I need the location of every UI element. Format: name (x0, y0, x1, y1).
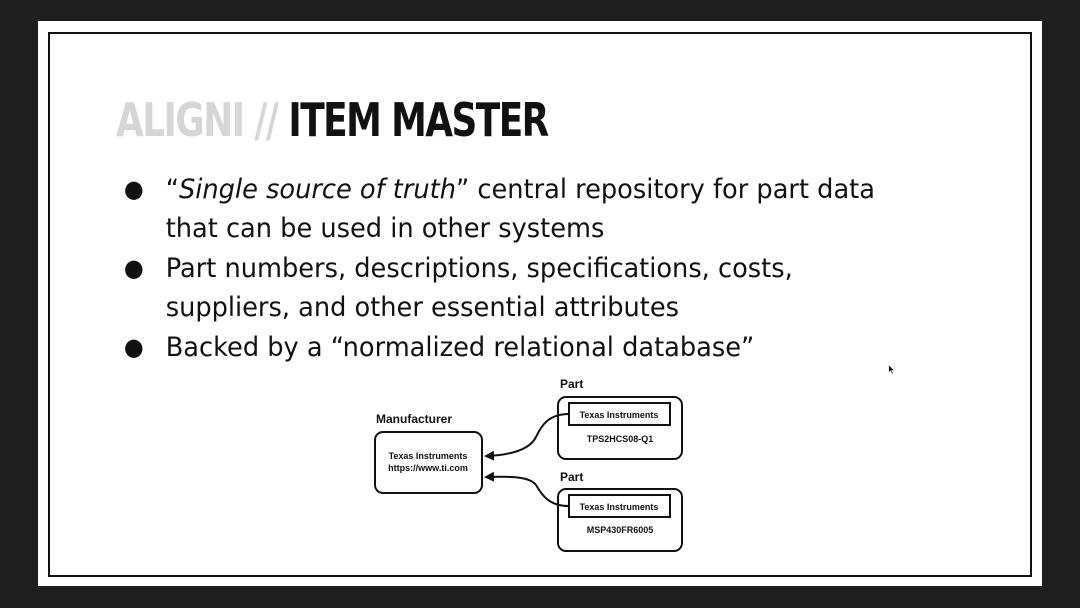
bullet-item: ● Backed by a “normalized relational data… (122, 328, 901, 367)
bullet-text: Part numbers, descriptions, specificatio… (165, 253, 793, 323)
arrow-left-icon (484, 471, 570, 507)
manufacturer-heading: Manufacturer (376, 412, 452, 426)
slide-title: ALIGNI // ITEM MASTER (116, 97, 549, 143)
part-manufacturer-ref: Texas Instruments (580, 502, 659, 512)
part-heading: Part (560, 470, 583, 484)
slide-frame (48, 32, 1032, 577)
bullet-text: ” central repository for part data that … (165, 174, 875, 244)
part-number: MSP430FR6005 (587, 525, 654, 535)
part-heading: Part (560, 377, 583, 391)
bullet-text: Backed by a “normalized relational datab… (165, 332, 755, 363)
title-separator: // (243, 93, 289, 147)
bullet-dot-icon: ● (123, 333, 144, 361)
title-main: ITEM MASTER (288, 93, 549, 147)
arrow-left-icon (484, 413, 570, 461)
bullet-quote-open: “ (165, 174, 179, 205)
manufacturer-name: Texas Instruments (389, 451, 468, 461)
mouse-pointer-icon (888, 364, 896, 375)
bullet-dot-icon: ● (123, 254, 144, 282)
manufacturer-url: https://www.ti.com (388, 463, 468, 473)
part-number: TPS2HCS08-Q1 (587, 434, 654, 444)
bullet-emphasis: Single source of truth (179, 174, 456, 205)
bullet-item: ● “Single source of truth” central reposi… (122, 170, 901, 248)
bullet-list: ● “Single source of truth” central reposi… (122, 170, 901, 368)
part-manufacturer-ref: Texas Instruments (580, 410, 659, 420)
bullet-item: ● Part numbers, descriptions, specificati… (122, 249, 901, 327)
manufacturer-box (374, 431, 483, 494)
relationship-diagram: Manufacturer Texas Instruments https://w… (374, 377, 683, 552)
slide: ALIGNI // ITEM MASTER ● “Single source of… (38, 21, 1042, 586)
title-brand: ALIGNI (116, 93, 245, 147)
bullet-dot-icon: ● (123, 175, 144, 203)
